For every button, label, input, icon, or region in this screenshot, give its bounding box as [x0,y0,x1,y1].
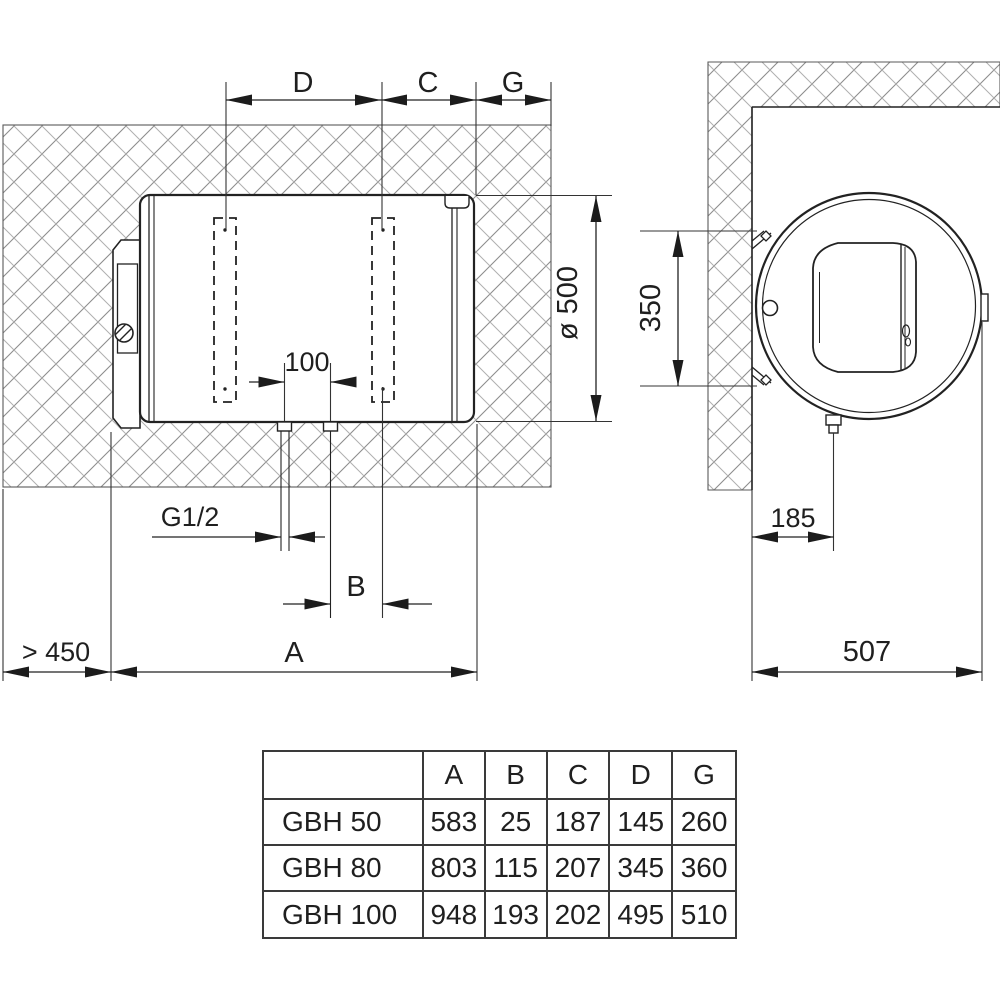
table-row: GBH 50 583 25 187 145 260 [262,798,737,846]
dim-label-diameter: ø 500 [552,266,584,340]
col-header-g: G [671,750,737,800]
value-cell: 495 [608,890,674,939]
value-cell: 510 [671,890,737,939]
dim-label-g: G [502,67,525,99]
col-header-c: C [545,750,611,800]
value-cell: 345 [608,844,674,892]
value-cell: 115 [483,844,548,892]
dim-label-b: B [346,571,365,603]
tank-body [138,193,476,424]
side-port [761,299,779,317]
mounting-hook-top [751,230,772,250]
dimensions-table: A B C D G GBH 50 583 25 187 145 260 GBH … [262,750,737,939]
value-cell: 803 [421,844,486,892]
model-label: GBH 100 [262,890,424,939]
wall-bracket [112,239,141,429]
extension-lines-side [640,230,983,681]
value-cell: 187 [545,798,611,846]
arrowheads-front [3,94,602,678]
value-cell: 202 [545,890,611,939]
value-cell: 25 [483,798,548,846]
dim-label-507: 507 [843,636,891,668]
mounting-slot-left [213,217,237,403]
col-header-b: B [483,750,548,800]
pipe-right [322,421,339,432]
value-cell: 207 [545,844,611,892]
drain-valve [825,414,842,434]
dim-label-c: C [418,67,439,99]
col-header-a: A [421,750,486,800]
value-cell: 260 [671,798,737,846]
table-corner-cell [262,750,424,800]
table-row: GBH 80 803 115 207 345 360 [262,844,737,892]
anchor-tab [444,196,470,209]
tank-cross-section [754,191,989,434]
dim-label-185: 185 [770,503,815,533]
pipe-left [276,421,293,432]
value-cell: 145 [608,798,674,846]
col-header-d: D [608,750,674,800]
dim-label-d: D [293,67,314,99]
side-view: 350 185 507 [635,61,1000,681]
connection-pipes [276,421,339,618]
value-cell: 583 [421,798,486,846]
dim-label-100: 100 [284,347,329,377]
dim-label-a: A [284,637,304,669]
dim-label-350: 350 [635,284,667,332]
table-row: GBH 100 948 193 202 495 510 [262,890,737,939]
extension-lines-front [2,82,612,681]
bracket-screw [114,323,134,343]
model-label: GBH 50 [262,798,424,846]
model-label: GBH 80 [262,844,424,892]
front-cover [812,242,917,373]
dim-label-g12: G1/2 [161,502,220,532]
cover-keyhole [901,324,911,338]
dim-label-min-wall: > 450 [22,637,90,667]
value-cell: 948 [421,890,486,939]
value-cell: 193 [483,890,548,939]
front-view: D C G ø 500 100 G1/2 B A > 450 [2,67,612,681]
table-header-row: A B C D G [262,750,737,800]
value-cell: 360 [671,844,737,892]
mounting-hook-bottom [751,366,772,386]
arrowheads-side [672,231,982,678]
rear-flange [980,293,989,322]
